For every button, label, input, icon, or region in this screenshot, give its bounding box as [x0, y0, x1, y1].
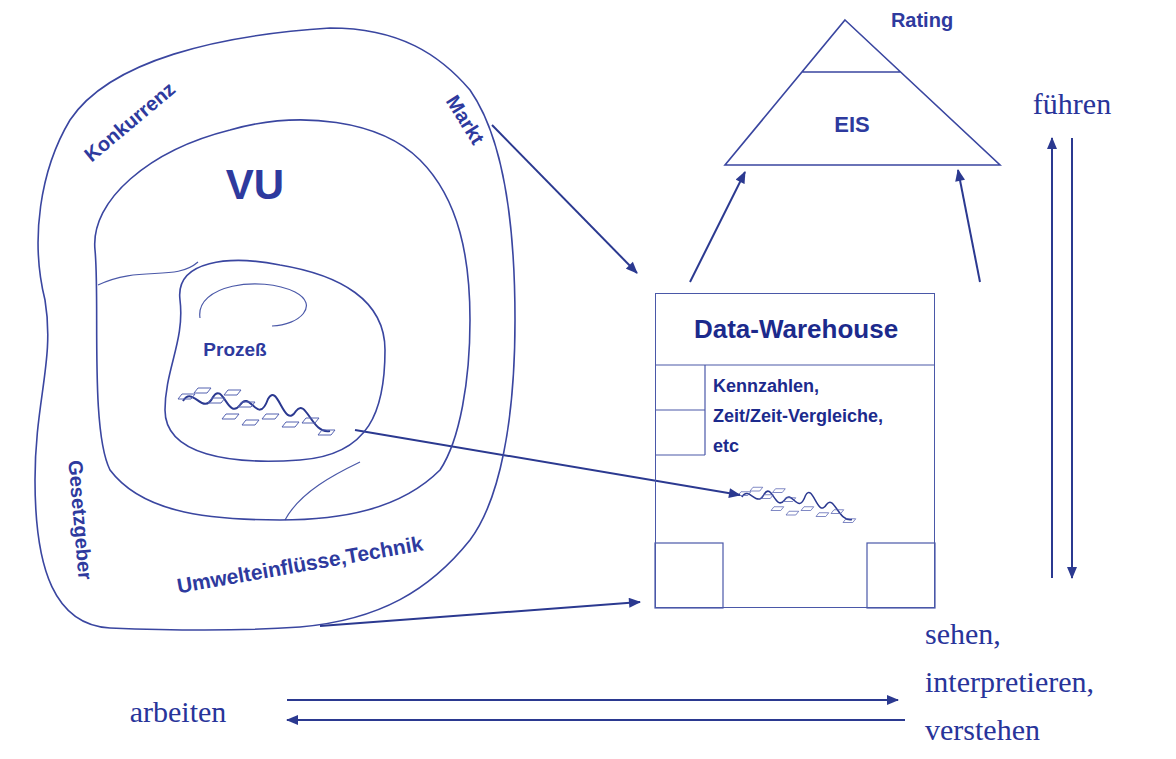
flow-arrow	[492, 125, 637, 273]
box-body: Kennzahlen, Zeit/Zeit-Vergleiche, etc	[713, 371, 898, 461]
outline-path	[95, 120, 470, 520]
environment-label: Konkurrenz	[80, 77, 180, 166]
lead-arrow-up	[1051, 138, 1053, 578]
eis-pyramid-outline	[715, 0, 1010, 170]
region-title: VU	[226, 161, 284, 209]
outline-path	[725, 20, 1000, 165]
region-border-line	[285, 462, 360, 520]
box-title: Data-Warehouse	[694, 315, 898, 345]
work-arrow-left	[287, 719, 905, 721]
company-region: VU Prozeß	[85, 105, 480, 530]
outline-path	[35, 28, 515, 630]
flow-label: führen	[1033, 86, 1111, 122]
flow-arrow	[355, 430, 740, 495]
environment-label: Markt	[441, 91, 489, 148]
flow-arrow	[958, 170, 980, 282]
flow-label: arbeiten	[130, 694, 227, 730]
process-region: Prozeß	[160, 250, 390, 470]
environment-label: Gesetzgeber	[63, 459, 96, 581]
process-region-outline	[160, 250, 390, 470]
environment-label: Umwelteinflüsse,Technik	[175, 531, 425, 598]
warehouse-header-line	[655, 364, 935, 365]
environment-region: Konkurrenz MarktGesetzgeberUmwelteinflüss…	[15, 15, 545, 655]
warehouse-door	[655, 543, 723, 608]
process-flow-symbol	[178, 388, 335, 435]
pyramid-title: EIS	[834, 112, 869, 137]
outline-path	[165, 261, 385, 462]
warehouse-door	[867, 543, 935, 608]
lead-arrow-down	[1071, 138, 1073, 578]
pyramid-heading: Rating	[891, 9, 953, 32]
warehouse-cell-line	[655, 409, 705, 410]
region-title: Prozeß	[203, 339, 266, 361]
eis-pyramid: RatingEIS	[715, 0, 1010, 170]
process-loop-line	[200, 284, 307, 326]
data-warehouse-box: Data-WarehouseKennzahlen, Zeit/Zeit-Verg…	[655, 293, 935, 608]
warehouse-cell-line	[655, 454, 705, 455]
flow-label: sehen, interpretieren, verstehen	[925, 610, 1135, 754]
process-flow-symbol	[738, 487, 856, 522]
work-arrow-right	[287, 699, 898, 701]
flow-arrow	[690, 172, 745, 282]
